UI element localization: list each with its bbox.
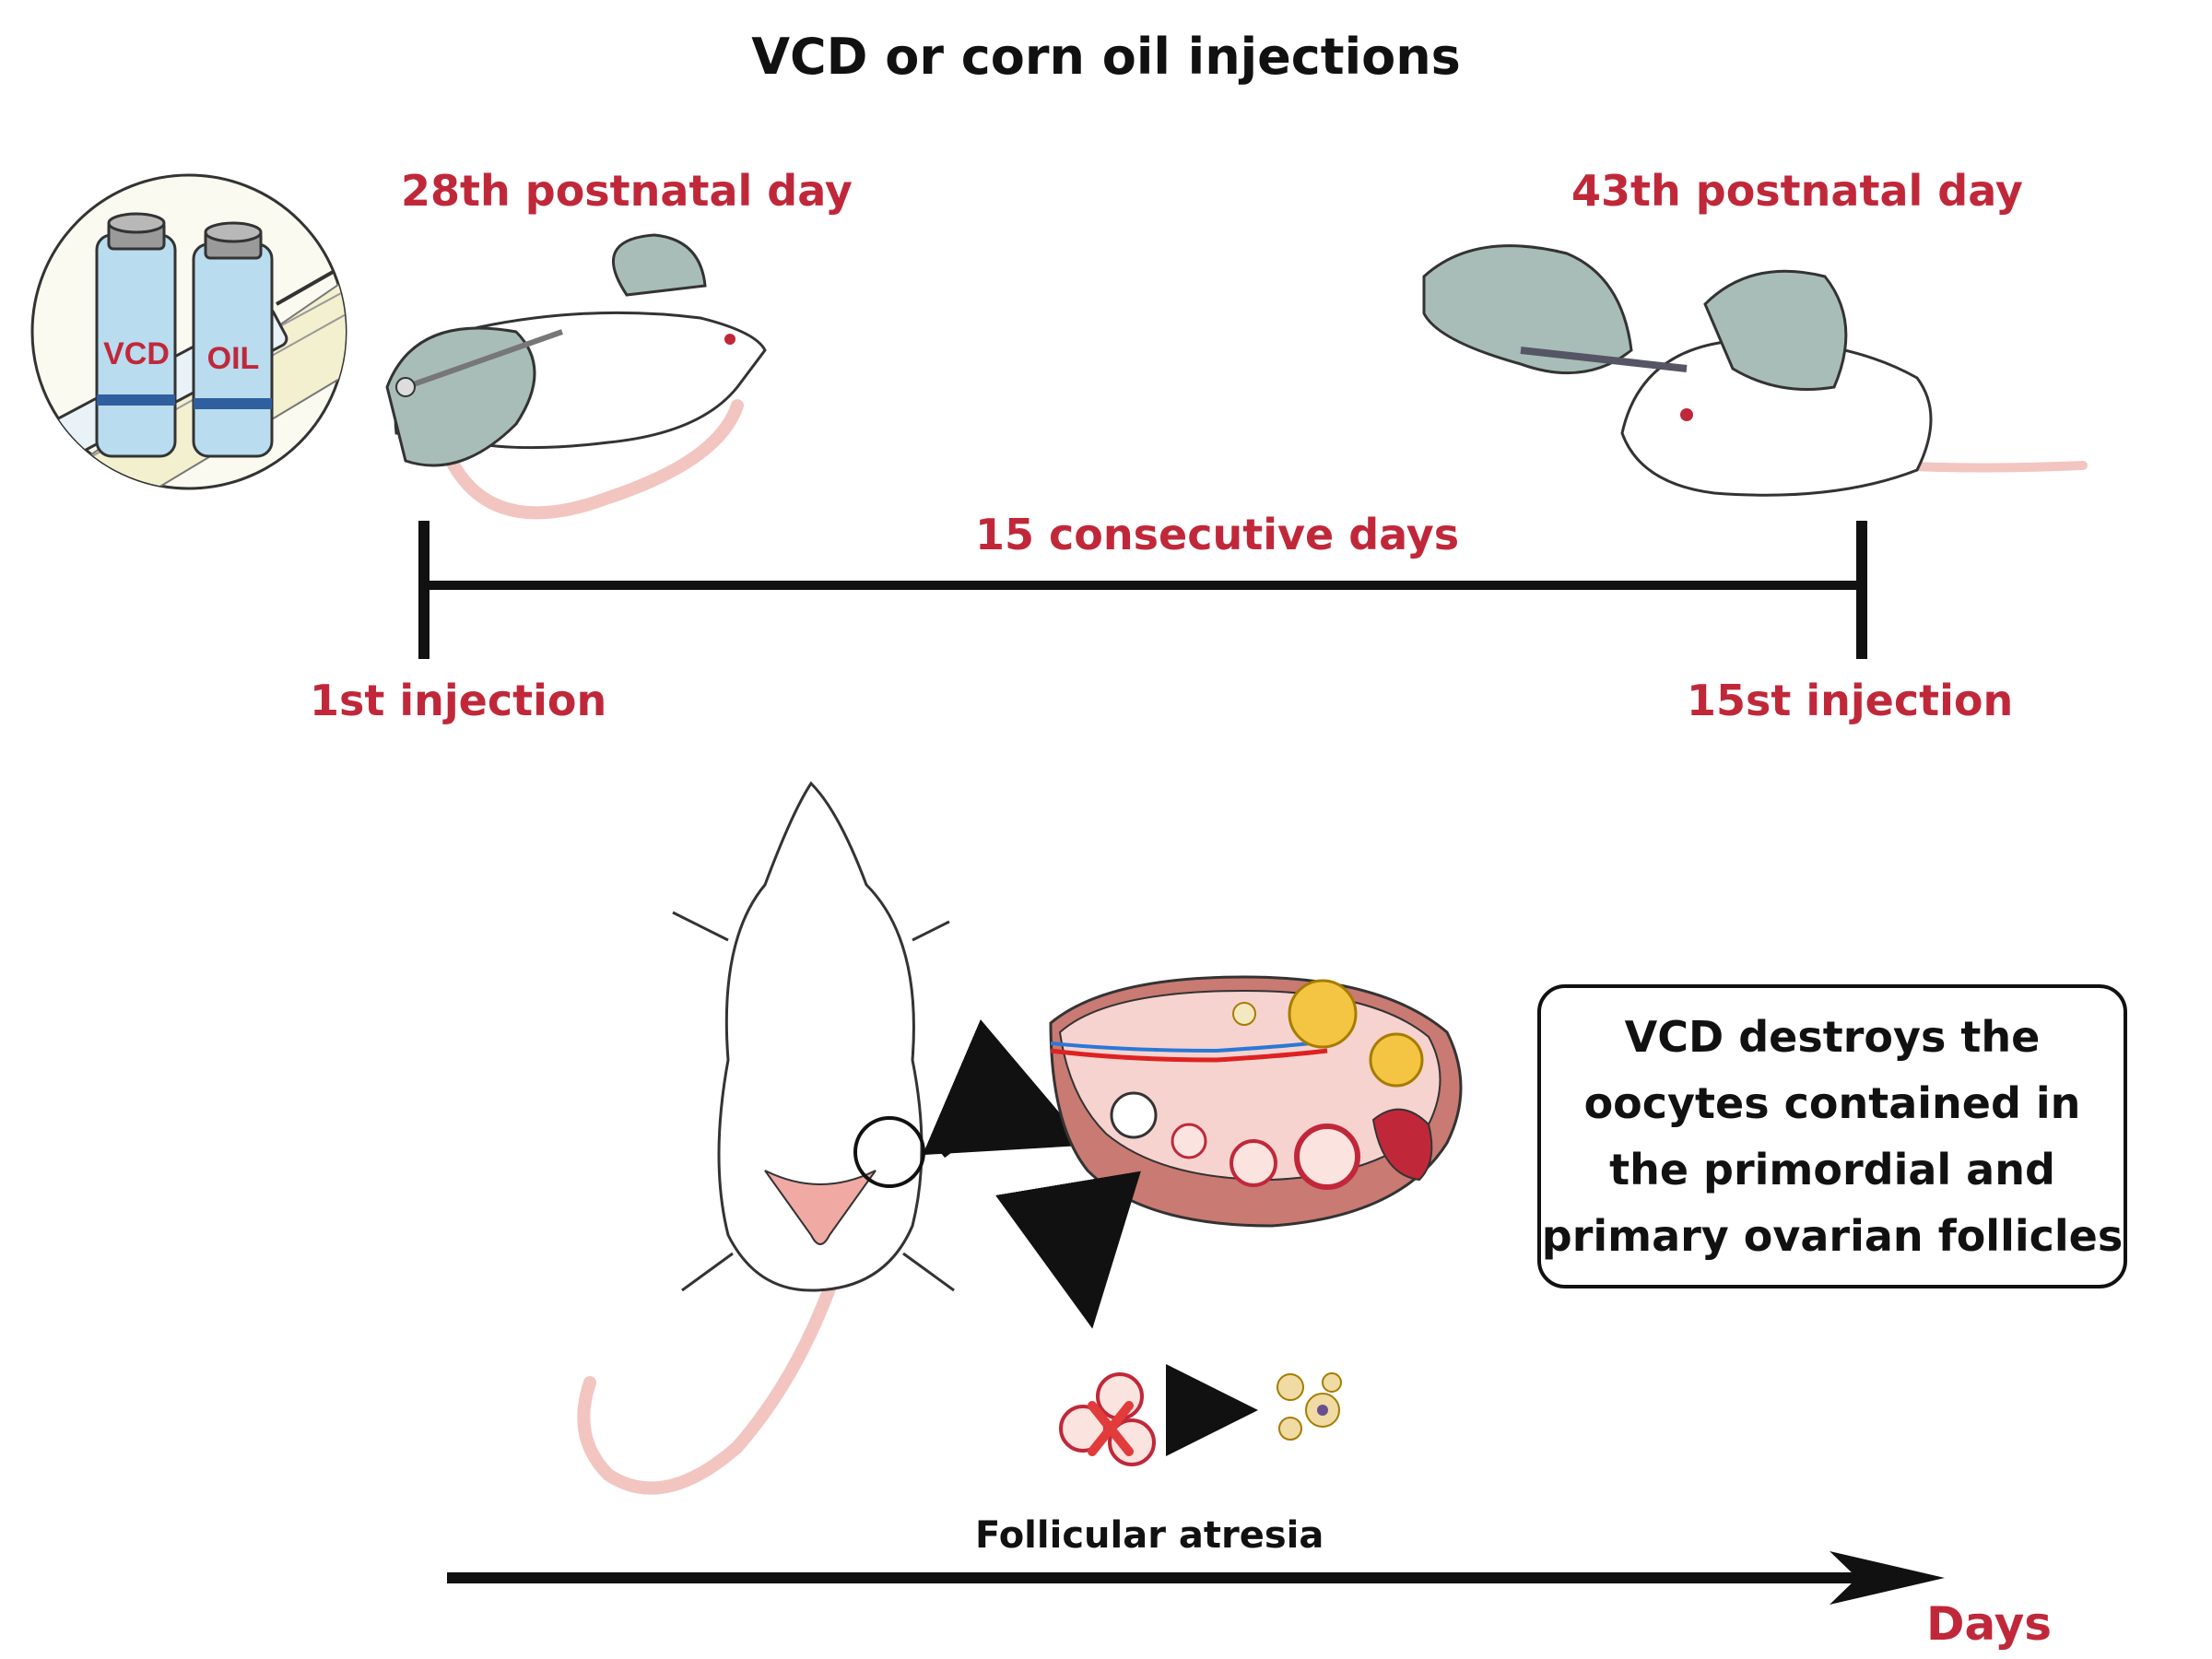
vials-inset: VCD OIL (30, 173, 347, 490)
follicular-atresia-label: Follicular atresia (975, 1514, 1324, 1557)
rat-injection-left-illustration (385, 233, 767, 520)
oil-vial-icon (192, 221, 274, 458)
arrow-to-ovary (922, 1019, 1088, 1159)
days-axis-arrowhead (1830, 1551, 1945, 1605)
injection-timeline (418, 521, 1867, 659)
destroyed-follicles-illustration (1059, 1372, 1156, 1466)
rat-injection-right-illustration (1422, 244, 2088, 497)
cell-debris-illustration (1277, 1372, 1342, 1441)
vcd-vial-icon (95, 212, 177, 458)
span-label: 15 consecutive days (975, 510, 1460, 559)
diagram-title: VCD or corn oil injections (751, 28, 1461, 86)
end-day-label: 43th postnatal day (1571, 166, 2023, 216)
cross-mark-icon (1088, 1401, 1134, 1456)
oil-vial-label: OIL (207, 341, 260, 376)
vcd-vial-label: VCD (103, 336, 170, 371)
rat-supine-illustration (577, 781, 955, 1495)
vcd-effect-info-box: VCD destroys the oocytes contained in th… (1537, 984, 2127, 1288)
days-axis-label: Days (1926, 1597, 2053, 1651)
start-day-label: 28th postnatal day (401, 166, 853, 216)
first-injection-label: 1st injection (310, 676, 607, 725)
last-injection-label: 15st injection (1687, 676, 2014, 725)
ovary-illustration (1049, 975, 1463, 1228)
vcd-effect-text: VCD destroys the oocytes contained in th… (1541, 1012, 2124, 1261)
arrow-to-atresia (995, 1171, 1141, 1329)
